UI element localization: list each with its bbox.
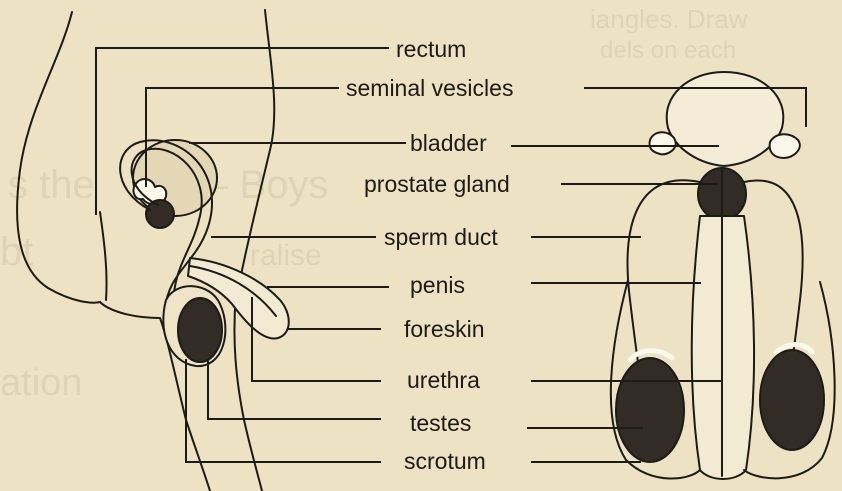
svg-text:iangles. Draw: iangles. Draw (590, 4, 748, 34)
label-penis: penis (410, 274, 465, 297)
front-testis-right (760, 350, 824, 450)
label-urethra: urethra (407, 369, 480, 392)
side-testis-shape (178, 298, 222, 362)
label-seminal-vesicles: seminal vesicles (346, 77, 513, 100)
label-testes: testes (410, 412, 471, 435)
front-view-organs (611, 72, 835, 479)
label-sperm-duct: sperm duct (384, 226, 498, 249)
label-bladder: bladder (410, 132, 487, 155)
label-prostate-gland: prostate gland (364, 173, 510, 196)
svg-text:dels on each: dels on each (600, 37, 736, 64)
label-scrotum: scrotum (404, 450, 486, 473)
svg-text:ralise: ralise (250, 239, 322, 272)
side-prostate-shape (146, 200, 174, 228)
testes-leader (208, 360, 380, 419)
scrotum-leader (186, 360, 380, 462)
front-bladder-shape (667, 72, 784, 166)
front-testis-left (616, 358, 684, 462)
label-foreskin: foreskin (404, 318, 485, 341)
front-seminal-vesicle-left (649, 132, 675, 154)
label-rectum: rectum (396, 38, 466, 61)
side-rectum-shape (100, 212, 107, 300)
svg-text:ation: ation (0, 362, 82, 404)
front-seminal-vesicle-right (770, 134, 800, 158)
